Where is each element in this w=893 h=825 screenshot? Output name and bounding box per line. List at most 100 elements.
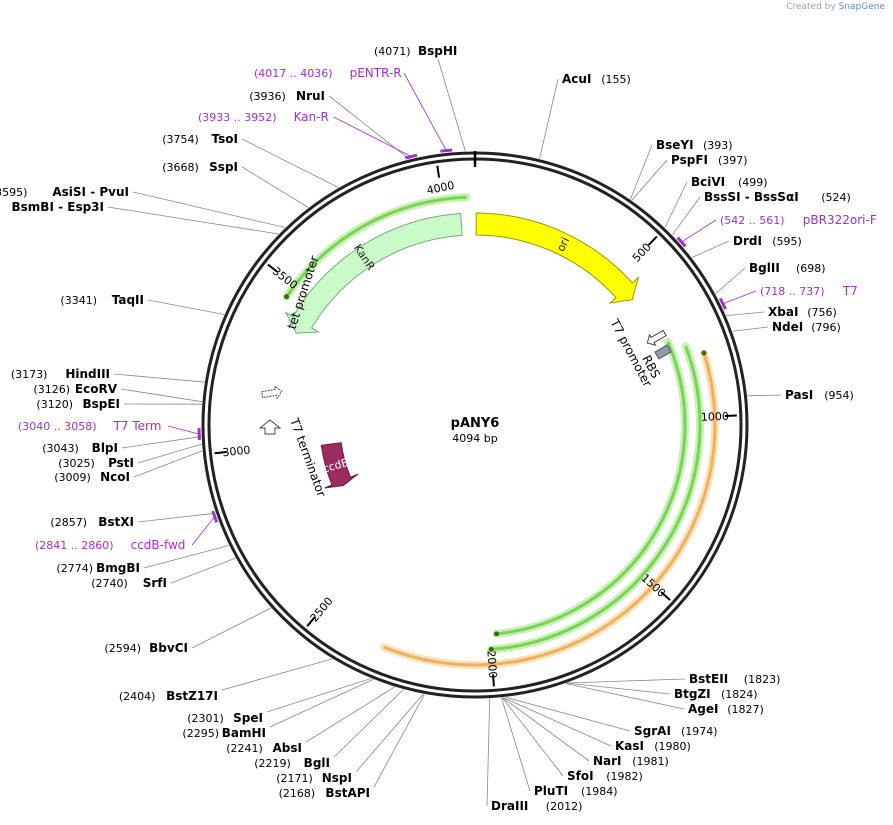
feature-label-ori: ori xyxy=(554,235,572,254)
site-leader xyxy=(437,58,466,152)
site-label[interactable]: BseYI(393) xyxy=(630,138,733,200)
site-label[interactable]: SpeI(2301) xyxy=(187,678,371,725)
site-name: BstAPI xyxy=(325,786,370,800)
site-label[interactable]: EcoRV(3126) xyxy=(33,382,203,403)
ruler-label: 1000 xyxy=(701,410,729,424)
site-leader xyxy=(113,373,205,383)
site-name: DraIII xyxy=(491,799,528,813)
site-label[interactable]: AbsI(2241) xyxy=(226,686,395,755)
site-position: (2168) xyxy=(279,787,316,800)
site-label[interactable]: BglII(698) xyxy=(715,261,826,295)
primer-position: (3933 .. 3952) xyxy=(198,111,277,124)
backbone xyxy=(201,151,749,699)
site-leader xyxy=(726,311,765,317)
site-name: BtgZI xyxy=(674,687,711,701)
primer-position: (3040 .. 3058) xyxy=(18,420,97,433)
site-label[interactable]: NspI(2171) xyxy=(276,693,424,785)
site-label[interactable]: BssSI - BssSαI(524) xyxy=(672,190,851,236)
site-label[interactable]: BglI(2219) xyxy=(254,689,404,770)
site-label[interactable]: NarI(1981) xyxy=(502,697,669,768)
site-label[interactable]: AsiSI - PvuI(3595) xyxy=(0,185,286,228)
site-label[interactable]: TaqII (3341) xyxy=(60,293,225,315)
terminator-glyph[interactable] xyxy=(258,419,282,435)
site-label[interactable]: BsmBI - Esp3I(3573) xyxy=(0,200,279,235)
site-label[interactable]: BbvCI(2594) xyxy=(104,607,272,655)
site-name: BciVI xyxy=(691,175,725,189)
site-label[interactable]: BciVI(499) xyxy=(664,175,768,228)
site-position: (2219) xyxy=(254,757,291,770)
site-leader xyxy=(132,191,286,228)
site-label[interactable]: AcuI(155) xyxy=(539,72,631,159)
primer-label[interactable]: (542 .. 561)pBR322ori-F xyxy=(676,213,877,248)
site-label[interactable]: SgrAI(1974) xyxy=(505,696,718,738)
site-leader xyxy=(170,557,236,584)
site-label[interactable]: HindIII(3173) xyxy=(11,367,205,383)
ruler-label: 2500 xyxy=(308,595,336,625)
site-leader xyxy=(502,697,590,762)
site-label[interactable]: SfoI(1982) xyxy=(501,697,643,783)
site-position: (3009) xyxy=(54,471,91,484)
primer-leader xyxy=(333,116,412,157)
site-position: (2295) xyxy=(182,727,219,740)
primer-label[interactable]: (4017 .. 4036)pENTR-R xyxy=(254,66,453,153)
site-label[interactable]: BlpI(3043) xyxy=(42,436,202,455)
primer-label[interactable]: (3933 .. 3952)Kan-R xyxy=(198,110,418,160)
primer-mark xyxy=(718,297,727,310)
orf-arc[interactable] xyxy=(383,352,717,667)
credit-brand: SnapGene xyxy=(838,2,885,12)
site-position: (524) xyxy=(821,191,851,204)
site-label[interactable]: BmgBI(2774) xyxy=(56,545,229,575)
feature-ccdb[interactable] xyxy=(320,442,359,489)
site-name: NspI xyxy=(322,771,352,785)
site-label[interactable]: BamHI(2295) xyxy=(182,679,374,740)
site-label[interactable]: DrdI(595) xyxy=(691,234,802,258)
site-label[interactable]: BstEII(1823) xyxy=(567,672,780,686)
site-name: AsiSI - PvuI xyxy=(52,185,129,199)
site-label[interactable]: PspFI(397) xyxy=(631,153,748,201)
promoter-glyph[interactable] xyxy=(261,385,283,400)
orf-arc[interactable] xyxy=(491,345,702,651)
site-position: (3126) xyxy=(33,383,70,396)
site-name: SgrAI xyxy=(634,724,671,738)
primer-label[interactable]: (718 .. 737)T7 xyxy=(718,284,858,310)
small-feature-label: T7 terminator xyxy=(287,415,329,498)
feature-ori[interactable] xyxy=(475,212,640,304)
site-label[interactable]: NcoI(3009) xyxy=(54,450,203,484)
orf-end xyxy=(701,350,707,356)
site-label[interactable]: XbaI(756) xyxy=(726,305,837,319)
feature-kanr[interactable] xyxy=(284,212,463,334)
primer-label[interactable]: (2841 .. 2860)ccdB-fwd xyxy=(35,510,219,552)
site-label[interactable]: KasI(1980) xyxy=(502,697,691,753)
primer-mark xyxy=(676,236,687,248)
site-label[interactable]: BspEI(3120) xyxy=(36,397,202,411)
site-label[interactable]: NruI(3936) xyxy=(249,89,410,160)
site-position: (3341) xyxy=(60,294,97,307)
primer-leader xyxy=(403,72,447,151)
site-name: TaqII xyxy=(112,293,144,307)
primer-leader xyxy=(167,425,200,435)
orf-arc[interactable] xyxy=(285,195,467,298)
site-label[interactable]: BtgZI(1824) xyxy=(566,682,758,701)
site-label[interactable]: NdeI(796) xyxy=(732,320,841,334)
site-label[interactable]: AgeI(1827) xyxy=(565,683,764,716)
site-leader xyxy=(241,138,339,188)
orf-arc[interactable] xyxy=(496,341,687,636)
site-label[interactable]: BstXI(2857) xyxy=(50,512,216,529)
site-label[interactable]: PstI(3025) xyxy=(58,443,202,470)
site-name: BstXI xyxy=(98,515,134,529)
site-label[interactable]: SrfI(2740) xyxy=(91,557,236,590)
promoter-glyph[interactable] xyxy=(644,328,667,348)
rbs-glyph[interactable] xyxy=(654,344,672,360)
site-label[interactable]: (4071)BspHI xyxy=(374,44,466,152)
site-label[interactable]: TsoI(3754) xyxy=(162,132,339,188)
site-label[interactable]: BstAPI (2168) xyxy=(279,694,425,800)
site-label[interactable]: BstZ17I(2404) xyxy=(119,658,333,703)
site-label[interactable]: DraIII(2012) xyxy=(486,698,582,813)
site-leader xyxy=(505,696,631,732)
site-label[interactable]: SspI(3668) xyxy=(162,160,309,208)
site-label[interactable]: PasI(954) xyxy=(747,388,854,402)
site-name: BspHI xyxy=(418,44,457,58)
site-label[interactable]: PluTI(1984) xyxy=(501,697,618,798)
primer-label[interactable]: (3040 .. 3058)T7 Term xyxy=(18,419,201,441)
